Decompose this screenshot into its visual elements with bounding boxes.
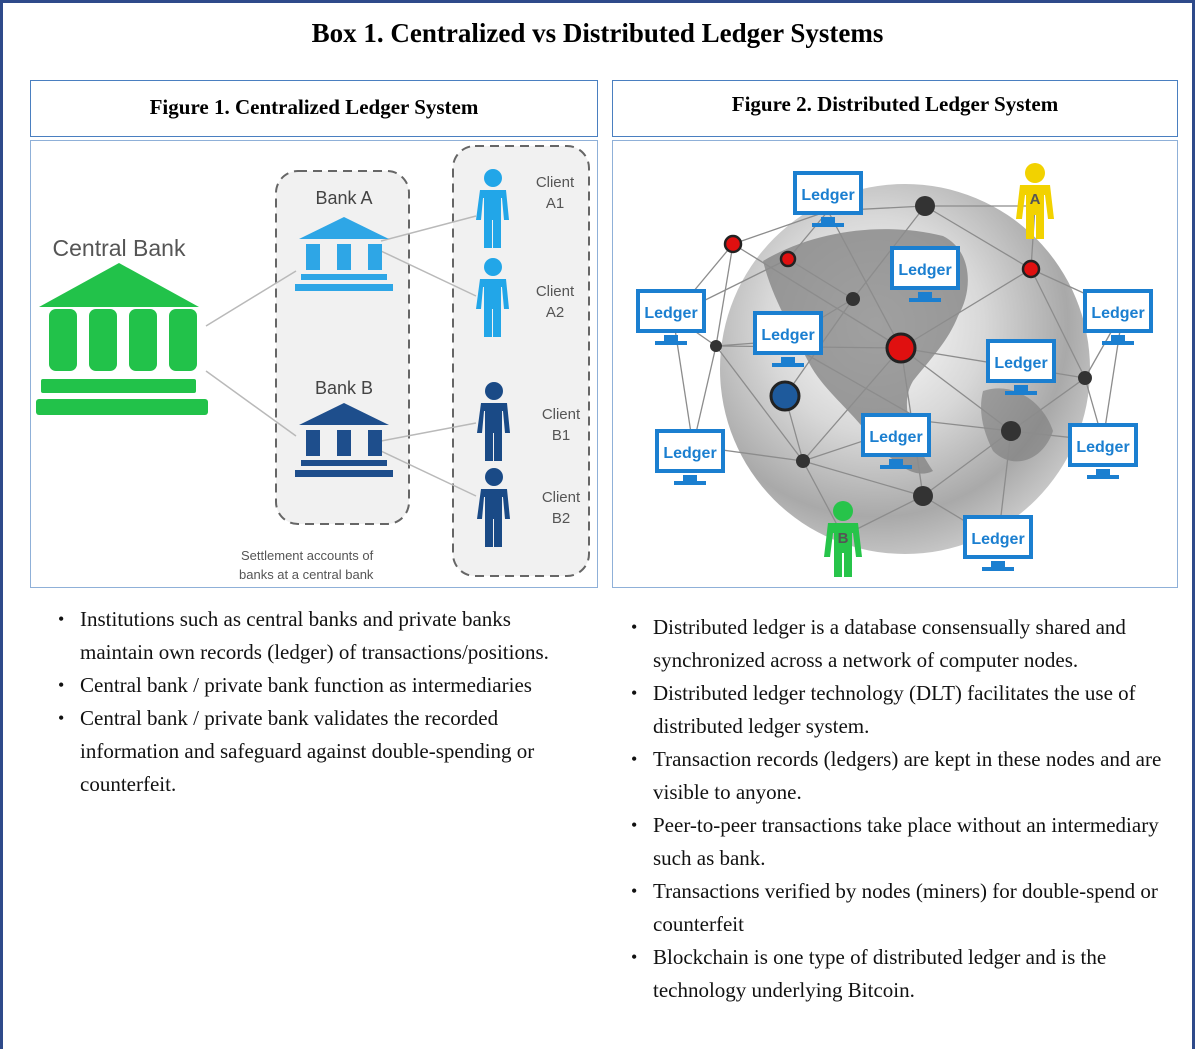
client-b2-label-1: Client <box>542 489 581 506</box>
svg-text:Ledger: Ledger <box>663 445 716 462</box>
node-dark <box>1001 421 1021 441</box>
right-bullet-list: Distributed ledger is a database consens… <box>625 611 1185 1007</box>
ledger-monitor-5: Ledger <box>1083 289 1153 345</box>
person-a-icon <box>1016 163 1054 239</box>
ledger-monitor-10: Ledger <box>963 515 1033 571</box>
client-a1-icon <box>476 169 509 248</box>
list-item: Distributed ledger technology (DLT) faci… <box>625 677 1185 743</box>
central-bank-icon <box>36 263 208 415</box>
ledger-monitor-9: Ledger <box>1068 423 1138 479</box>
figure1-title: Figure 1. Centralized Ledger System <box>30 80 598 137</box>
node-dark <box>846 292 860 306</box>
list-item: Transactions verified by nodes (miners) … <box>625 875 1185 941</box>
node-red <box>885 332 917 364</box>
svg-text:Ledger: Ledger <box>1091 305 1144 322</box>
list-item: Transaction records (ledgers) are kept i… <box>625 743 1185 809</box>
svg-text:Ledger: Ledger <box>761 327 814 344</box>
left-bullet-list: Institutions such as central banks and p… <box>52 603 572 801</box>
ledger-monitor-6: Ledger <box>986 339 1056 395</box>
list-item: Peer-to-peer transactions take place wit… <box>625 809 1185 875</box>
client-a1-label-2: A1 <box>546 195 564 212</box>
figure2-title: Figure 2. Distributed Ledger System <box>612 80 1178 137</box>
connector-lines <box>205 215 477 497</box>
list-item: Blockchain is one type of distributed le… <box>625 941 1185 1007</box>
node-red <box>1021 259 1041 279</box>
client-b1-icon <box>477 382 510 461</box>
client-group-box <box>452 145 590 577</box>
bank-a-label: Bank A <box>315 188 372 208</box>
person-b-label: B <box>838 530 849 547</box>
node-dark <box>710 340 722 352</box>
list-item: Central bank / private bank validates th… <box>52 702 572 801</box>
figure1-diagram: Central Bank Bank A Bank B <box>30 140 598 588</box>
client-b1-label-2: B1 <box>552 427 570 444</box>
continent-shape <box>763 229 968 474</box>
caption-line-1: Settlement accounts of <box>241 548 374 563</box>
box-title: Box 1. Centralized vs Distributed Ledger… <box>311 18 884 48</box>
svg-text:Ledger: Ledger <box>644 305 697 322</box>
client-a2-label-1: Client <box>536 283 575 300</box>
ledger-monitor-4: Ledger <box>753 311 823 367</box>
node-dark <box>915 196 935 216</box>
figure2-diagram: Ledger Ledger Ledger Ledger Ledger Ledge… <box>612 140 1178 588</box>
ledger-monitor-7: Ledger <box>861 413 931 469</box>
node-red <box>723 234 743 254</box>
node-dark <box>796 454 810 468</box>
person-b-icon <box>824 501 862 577</box>
bank-b-label: Bank B <box>315 378 373 398</box>
bank-a-icon <box>295 217 393 291</box>
caption-line-2: banks at a central bank <box>239 567 374 582</box>
person-a-label: A <box>1030 191 1041 208</box>
ledger-monitor-2: Ledger <box>890 246 960 302</box>
list-item: Central bank / private bank function as … <box>52 669 572 702</box>
node-dark <box>913 486 933 506</box>
node-red <box>779 250 797 268</box>
central-bank-label: Central Bank <box>53 235 186 261</box>
ledger-monitor-1: Ledger <box>793 171 863 227</box>
svg-text:Ledger: Ledger <box>994 355 1047 372</box>
svg-text:Ledger: Ledger <box>869 429 922 446</box>
client-a2-label-2: A2 <box>546 304 564 321</box>
svg-text:Ledger: Ledger <box>971 531 1024 548</box>
svg-text:Ledger: Ledger <box>898 262 951 279</box>
client-b2-icon <box>477 468 510 547</box>
bank-b-icon <box>295 403 393 477</box>
svg-text:Ledger: Ledger <box>801 187 854 204</box>
client-a1-label-1: Client <box>536 174 575 191</box>
node-blue <box>769 380 801 412</box>
svg-text:Ledger: Ledger <box>1076 439 1129 456</box>
network-nodes <box>710 196 1092 506</box>
list-item: Distributed ledger is a database consens… <box>625 611 1185 677</box>
node-dark <box>1078 371 1092 385</box>
list-item: Institutions such as central banks and p… <box>52 603 572 669</box>
ledger-monitor-3: Ledger <box>636 289 706 345</box>
client-b2-label-2: B2 <box>552 510 570 527</box>
client-b1-label-1: Client <box>542 406 581 423</box>
client-a2-icon <box>476 258 509 337</box>
ledger-monitor-8: Ledger <box>655 429 725 485</box>
